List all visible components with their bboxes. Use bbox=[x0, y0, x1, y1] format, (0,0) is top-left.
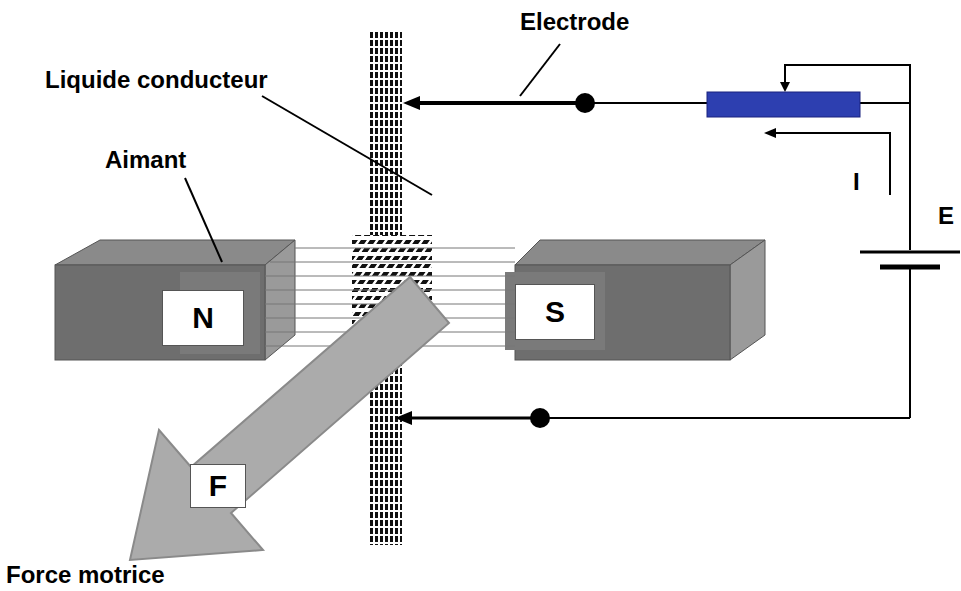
part-label: Liquide conducteur bbox=[45, 66, 268, 94]
circuit-wires bbox=[540, 65, 910, 418]
electrode-top bbox=[418, 101, 585, 105]
part-label: Electrode bbox=[520, 8, 629, 36]
electrode-head bbox=[395, 411, 412, 425]
part-label: E bbox=[938, 202, 954, 230]
part-label: I bbox=[853, 168, 860, 196]
magnet-north bbox=[55, 240, 295, 360]
pole-label-box: F bbox=[190, 464, 246, 508]
pole-label-box: S bbox=[515, 284, 595, 340]
current-arrowhead bbox=[764, 128, 776, 138]
node-text: S bbox=[545, 295, 565, 329]
slider-head bbox=[780, 82, 790, 92]
part-label: Aimant bbox=[105, 146, 186, 174]
rheostat bbox=[707, 92, 860, 117]
pole-label-box: N bbox=[162, 290, 244, 346]
battery-symbol bbox=[860, 252, 960, 267]
magnet-south bbox=[505, 240, 765, 360]
liquid-column bbox=[370, 30, 402, 235]
node-text: F bbox=[209, 469, 227, 503]
terminal-dot bbox=[575, 93, 595, 113]
part-label: Force motrice bbox=[6, 561, 165, 589]
electrode-head bbox=[403, 96, 420, 110]
node-text: N bbox=[192, 301, 214, 335]
force-arrow bbox=[130, 277, 449, 560]
terminal-dot bbox=[530, 408, 550, 428]
electrode-bottom bbox=[410, 417, 540, 420]
